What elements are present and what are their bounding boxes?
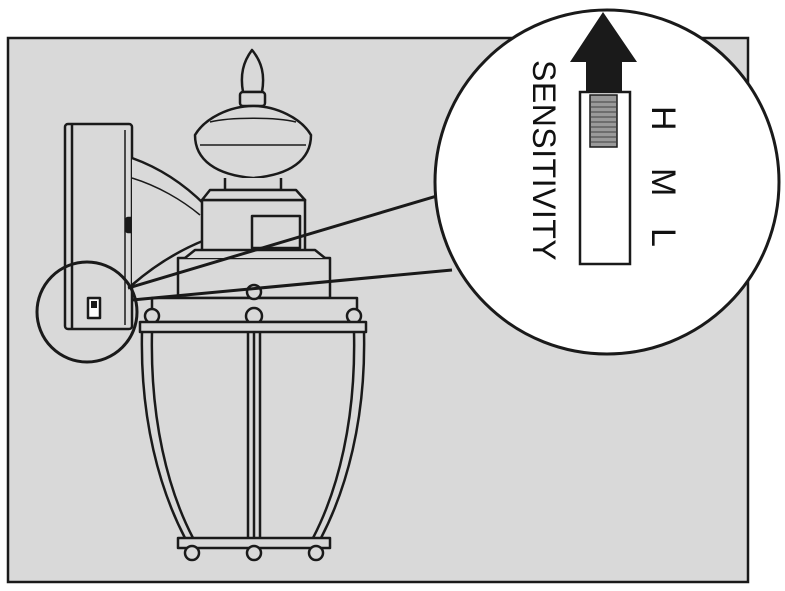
- up-arrow-icon: [570, 12, 637, 92]
- switch-highlight-circle: [35, 260, 139, 364]
- light-fixture: [63, 48, 368, 562]
- callout-connector-top: [127, 193, 441, 290]
- level-label-l: L: [644, 228, 682, 247]
- sensitivity-callout: SENSITIVITY H M L: [433, 8, 781, 356]
- level-label-m: M: [644, 168, 682, 196]
- level-label-h: H: [644, 106, 682, 131]
- lamp-cap: [193, 104, 313, 180]
- callout-connector-bottom: [131, 268, 453, 302]
- sensitivity-label: SENSITIVITY: [526, 60, 562, 261]
- lantern-cage: [138, 320, 368, 562]
- switch-knob: [589, 94, 618, 148]
